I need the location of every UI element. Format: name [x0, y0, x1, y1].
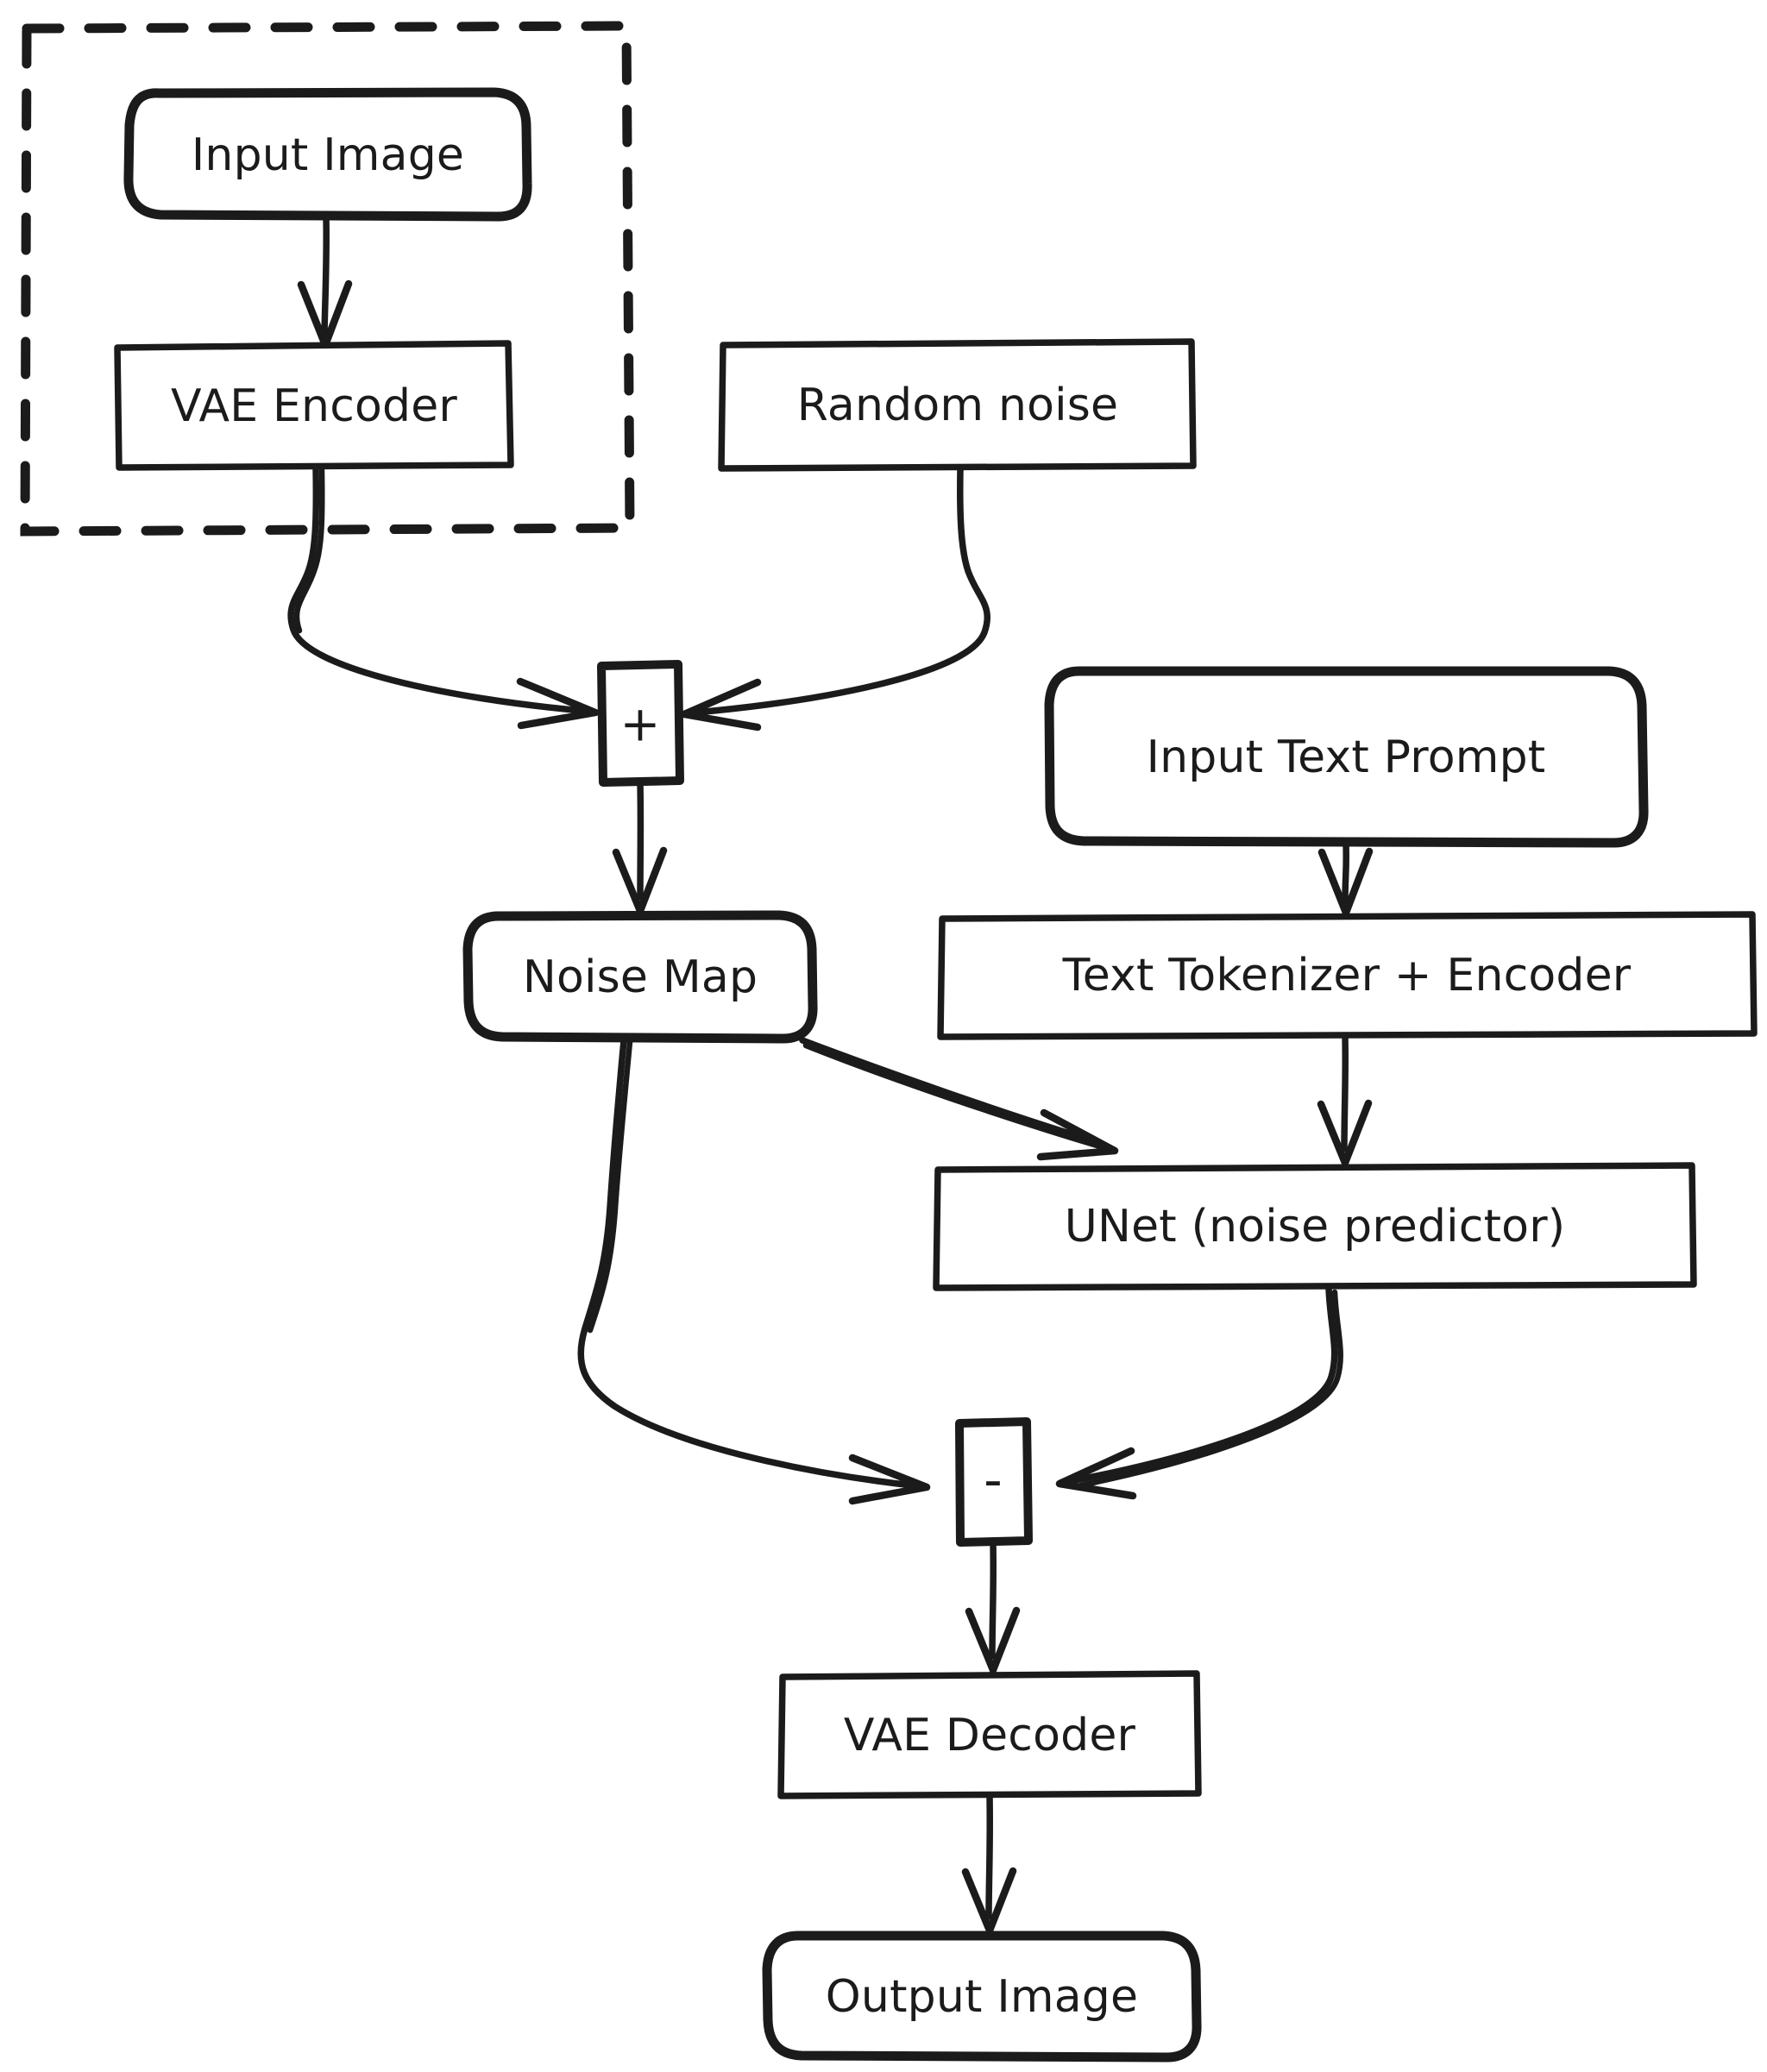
- node-vae-decoder[interactable]: VAE Decoder: [777, 1670, 1202, 1799]
- node-noise-map-label: Noise Map: [523, 951, 758, 1003]
- edge-add-to-noise-map: [612, 780, 668, 915]
- node-unet[interactable]: UNet (noise predictor): [933, 1162, 1697, 1291]
- edge-unet-to-sub: [1055, 1285, 1343, 1500]
- node-subtract-operator[interactable]: -: [955, 1417, 1033, 1547]
- node-add-operator[interactable]: +: [597, 660, 684, 787]
- node-noise-map[interactable]: Noise Map: [462, 910, 818, 1044]
- node-input-text-prompt[interactable]: Input Text Prompt: [1044, 666, 1649, 848]
- edge-prompt-to-text-encoder: [1317, 840, 1374, 917]
- edge-sub-to-vae-decoder: [965, 1540, 1021, 1674]
- node-input-image[interactable]: Input Image: [123, 87, 532, 222]
- edge-vae-encoder-to-add: [287, 464, 600, 730]
- node-subtract-operator-label: -: [984, 1450, 1003, 1510]
- edge-text-encoder-to-unet: [1317, 1033, 1373, 1167]
- node-vae-decoder-label: VAE Decoder: [844, 1710, 1136, 1761]
- node-random-noise[interactable]: Random noise: [718, 338, 1197, 472]
- edge-vae-decoder-to-output-image: [961, 1793, 1017, 1935]
- node-output-image[interactable]: Output Image: [762, 1931, 1202, 2063]
- node-add-operator-label: +: [620, 697, 661, 753]
- node-output-image-label: Output Image: [826, 1971, 1138, 2023]
- node-unet-label: UNet (noise predictor): [1065, 1201, 1566, 1253]
- node-input-image-label: Input Image: [192, 129, 464, 181]
- group-frame-img2img: [20, 21, 635, 537]
- node-text-encoder-label: Text Tokenizer + Encoder: [1062, 950, 1632, 1001]
- edge-noise-map-to-sub: [577, 1037, 931, 1505]
- edge-random-noise-to-add: [680, 466, 991, 731]
- node-vae-encoder-label: VAE Encoder: [171, 380, 457, 432]
- node-vae-encoder[interactable]: VAE Encoder: [114, 340, 514, 471]
- edge-input-image-to-vae-encoder: [297, 214, 353, 349]
- edge-noise-map-to-unet: [799, 1037, 1119, 1161]
- node-random-noise-label: Random noise: [797, 380, 1119, 431]
- node-text-encoder[interactable]: Text Tokenizer + Encoder: [937, 911, 1758, 1040]
- node-input-text-prompt-label: Input Text Prompt: [1147, 731, 1546, 783]
